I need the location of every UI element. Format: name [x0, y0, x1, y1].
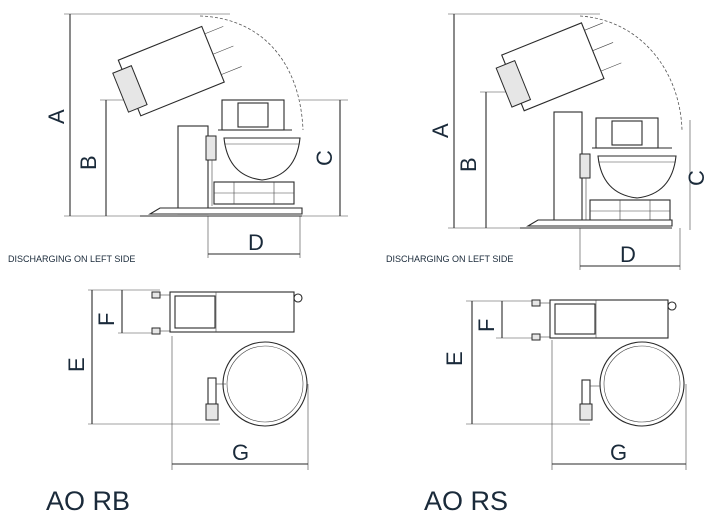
- ao-rb-model-name: AO RB: [46, 486, 130, 516]
- ao-rs-top-view: [466, 299, 687, 470]
- dim-c-label-rs: C: [684, 170, 709, 186]
- dim-d-label-rs: D: [620, 242, 636, 267]
- ao-rs-side-view: [448, 13, 691, 270]
- dim-a-label-rs: A: [428, 123, 453, 138]
- dim-b-label: B: [76, 155, 101, 170]
- dim-f-label-rs: F: [474, 319, 499, 332]
- dim-f-label: F: [94, 313, 119, 326]
- ao-rb-caption: DISCHARGING ON LEFT SIDE: [8, 254, 135, 264]
- dim-a-label: A: [44, 109, 69, 124]
- ao-rb-top-view: [88, 289, 309, 470]
- dim-g-label: G: [232, 440, 249, 465]
- dim-d-label: D: [248, 230, 264, 255]
- ao-rb-side-view: [64, 13, 348, 258]
- ao-rs-caption: DISCHARGING ON LEFT SIDE: [386, 254, 513, 264]
- ao-rs-model-name: AO RS: [424, 486, 508, 516]
- dim-e-label: E: [64, 357, 89, 372]
- dim-b-label-rs: B: [456, 157, 481, 172]
- dim-c-label: C: [312, 150, 337, 166]
- dim-g-label-rs: G: [610, 440, 627, 465]
- dim-e-label-rs: E: [442, 351, 467, 366]
